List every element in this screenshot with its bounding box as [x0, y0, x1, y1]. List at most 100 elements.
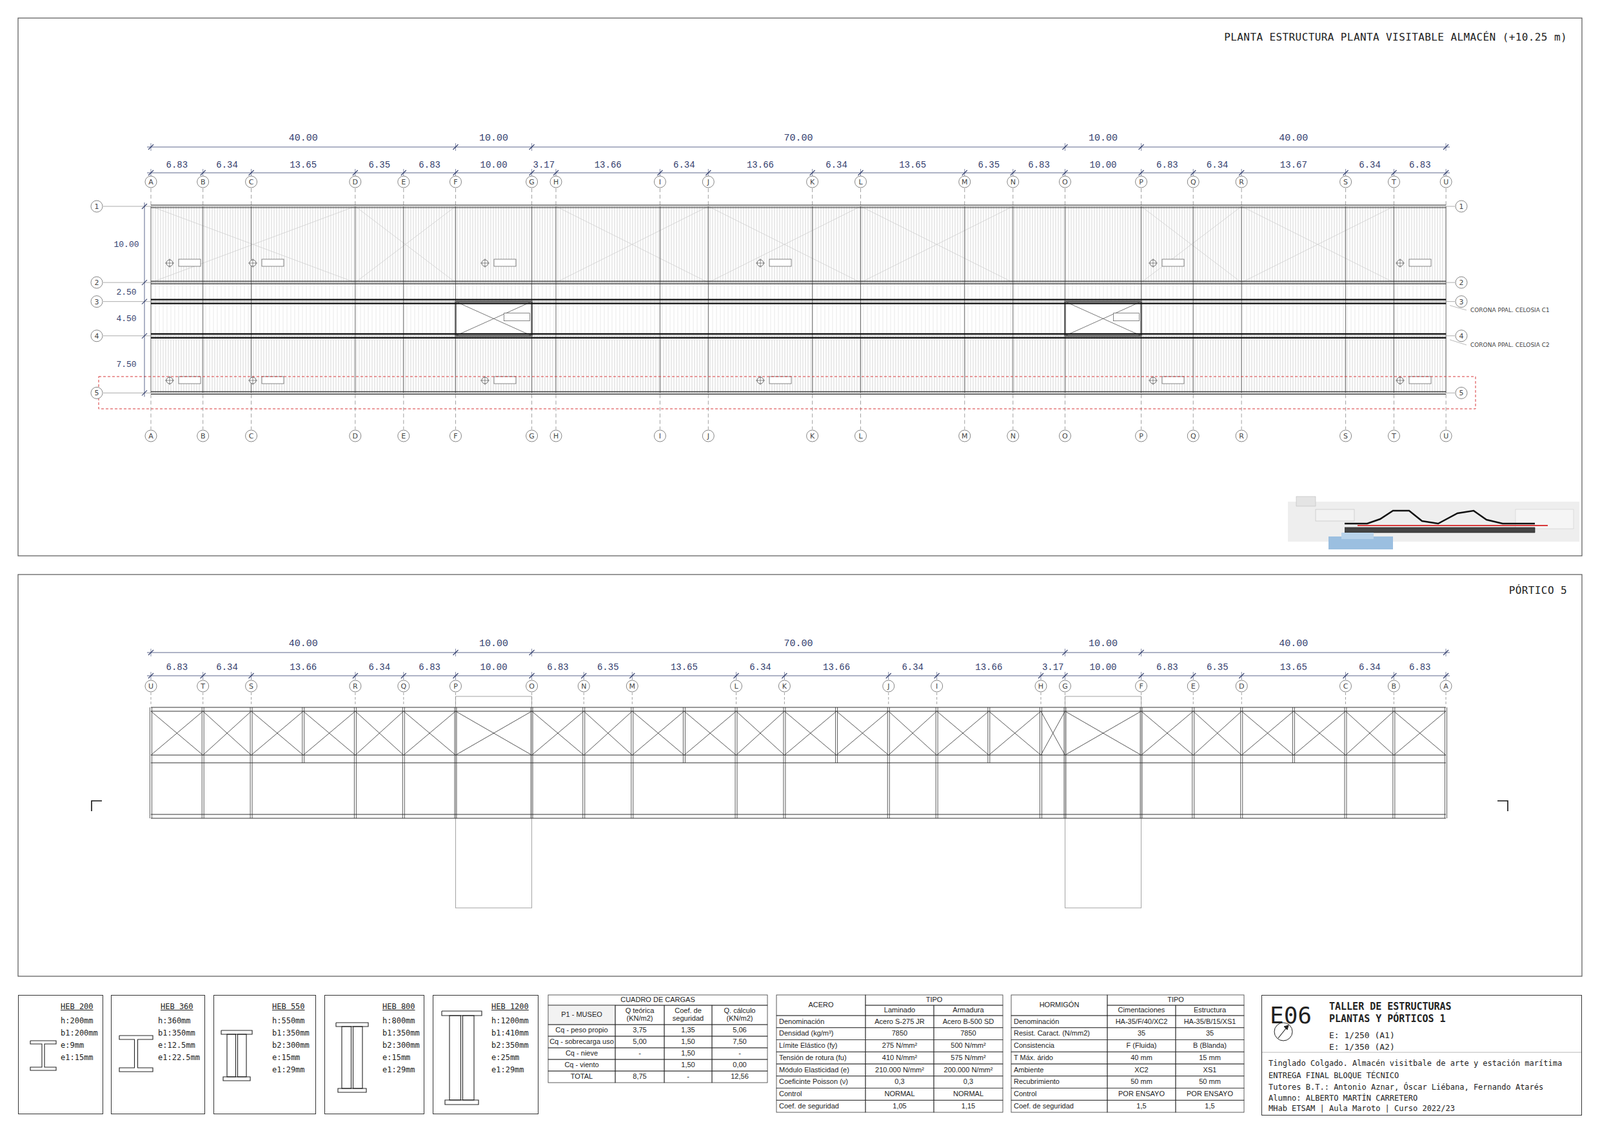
- table-cell: F (Fluida): [1107, 1040, 1176, 1053]
- table-cell: Laminado: [865, 1005, 934, 1016]
- grid-axis-letter: K: [809, 177, 815, 187]
- drawing-line: [784, 711, 837, 756]
- table-cell: 15 mm: [1175, 1051, 1245, 1065]
- drawing-line: [735, 707, 736, 763]
- table-cell: HA-35/F/40/XC2: [1107, 1015, 1176, 1028]
- drawing-line: [532, 711, 585, 756]
- title-block-text: E: 1/350 (A2): [1329, 1042, 1395, 1052]
- drawing-line: [404, 707, 405, 763]
- drawing-circle: [526, 176, 538, 188]
- drawing-line: [1064, 648, 1066, 657]
- drawing-line: [150, 143, 152, 151]
- drawing-rect: [18, 574, 1582, 977]
- drawing-rect: [1011, 1015, 1108, 1028]
- drawing-rect: [711, 1024, 768, 1037]
- drawing-line: [1400, 258, 1401, 268]
- overall-dimension: 40.00: [1278, 132, 1308, 144]
- grid-axis-letter: S: [1343, 432, 1348, 441]
- drawing-line: [888, 692, 889, 707]
- profile-dimension: e1:29mm: [382, 1065, 416, 1075]
- drawing-circle: [1058, 430, 1071, 442]
- drawing-rect: [776, 1040, 866, 1053]
- grid-axis-letter: I: [935, 682, 938, 691]
- overall-dimension: 10.00: [1088, 132, 1118, 144]
- grid-axis-letter: U: [148, 682, 154, 691]
- drawing-line: [1345, 671, 1346, 680]
- span-dimension: 6.35: [1206, 662, 1229, 673]
- overall-dimension: 40.00: [288, 638, 318, 650]
- drawing-line: [1393, 711, 1446, 756]
- title-block-text: TALLER DE ESTRUCTURAS PLANTAS Y PÓRTICOS…: [1329, 1000, 1468, 1026]
- grid-axis-letter: O: [1062, 177, 1068, 187]
- drawing-line: [860, 206, 1014, 283]
- drawing-line: [484, 258, 486, 268]
- drawing-line: [1445, 168, 1447, 177]
- drawing-rect: [1175, 1015, 1245, 1028]
- plan-drawing: [90, 143, 1476, 442]
- drawing-line: [303, 707, 305, 763]
- table-cell: Densidad (kg/m³): [779, 1027, 866, 1041]
- drawing-line: [1343, 707, 1345, 763]
- drawing-circle: [1387, 430, 1400, 442]
- location-thumbnail: [1287, 496, 1580, 550]
- drawing-line: [531, 671, 533, 680]
- grid-axis-letter: E: [1191, 682, 1196, 691]
- drawing-circle: [550, 176, 562, 188]
- drawing-line: [811, 394, 813, 430]
- drawing-line: [684, 711, 737, 756]
- span-dimension: 6.34: [216, 159, 238, 171]
- drawing-line: [1445, 394, 1447, 430]
- drawing-line: [1345, 394, 1346, 430]
- table-cell: CUADRO DE CARGAS: [548, 995, 768, 1006]
- table-cell: Cq - nieve: [548, 1047, 616, 1060]
- drawing-line: [202, 692, 204, 707]
- drawing-rect: [865, 1064, 934, 1077]
- profile-name: HEB 200: [60, 1002, 94, 1012]
- drawing-line: [252, 707, 253, 763]
- grid-axis-number: 2: [94, 278, 100, 287]
- grid-axis-letter: N: [581, 682, 587, 691]
- drawing-line: [354, 692, 356, 707]
- drawing-path: [441, 1011, 482, 1105]
- drawing-line: [860, 188, 861, 206]
- profile-dimension: e1:15mm: [60, 1053, 94, 1063]
- grid-axis-letter: C: [248, 432, 255, 441]
- drawing-line: [531, 143, 533, 151]
- span-dimension: 6.83: [1409, 662, 1432, 673]
- profile-dimension: b1:350mm: [382, 1028, 420, 1038]
- span-dimension: 6.83: [418, 159, 441, 171]
- drawing-line: [454, 762, 455, 819]
- grid-axis-letter: J: [707, 432, 710, 441]
- drawing-line: [355, 711, 404, 756]
- drawing-line: [936, 692, 938, 707]
- span-dimension: 13.66: [822, 662, 850, 673]
- span-dimension: 10.00: [480, 159, 508, 171]
- drawing-circle: [1340, 430, 1352, 442]
- drawing-line: [1193, 671, 1194, 680]
- grid-axis-letter: J: [887, 682, 890, 691]
- portal-frame-drawing: [91, 648, 1508, 909]
- drawing-line: [1241, 692, 1243, 707]
- grid-axis-letter: L: [733, 682, 738, 691]
- drawing-rect: [664, 1036, 712, 1048]
- grid-axis-letter: K: [782, 682, 787, 691]
- drawing-rect: [1175, 1005, 1245, 1016]
- drawing-line: [1293, 711, 1346, 756]
- span-dimension: 6.34: [1206, 159, 1229, 171]
- grid-axis-number: 1: [1459, 202, 1464, 211]
- drawing-line: [836, 711, 889, 756]
- drawing-line: [530, 707, 532, 763]
- table-cell: POR ENSAYO: [1107, 1088, 1176, 1101]
- drawing-circle: [806, 176, 819, 188]
- drawing-line: [251, 711, 304, 756]
- drawing-line: [632, 711, 685, 756]
- profile-dimension: b1:350mm: [158, 1028, 196, 1038]
- drawing-line: [201, 762, 203, 819]
- drawing-circle: [806, 430, 819, 442]
- overall-dimension: 10.00: [479, 638, 509, 650]
- drawing-line: [1140, 707, 1141, 763]
- grid-axis-letter: U: [1443, 177, 1449, 187]
- drawing-rect: [615, 1059, 665, 1072]
- drawing-rect: [1296, 496, 1316, 507]
- drawing-line: [988, 711, 1041, 756]
